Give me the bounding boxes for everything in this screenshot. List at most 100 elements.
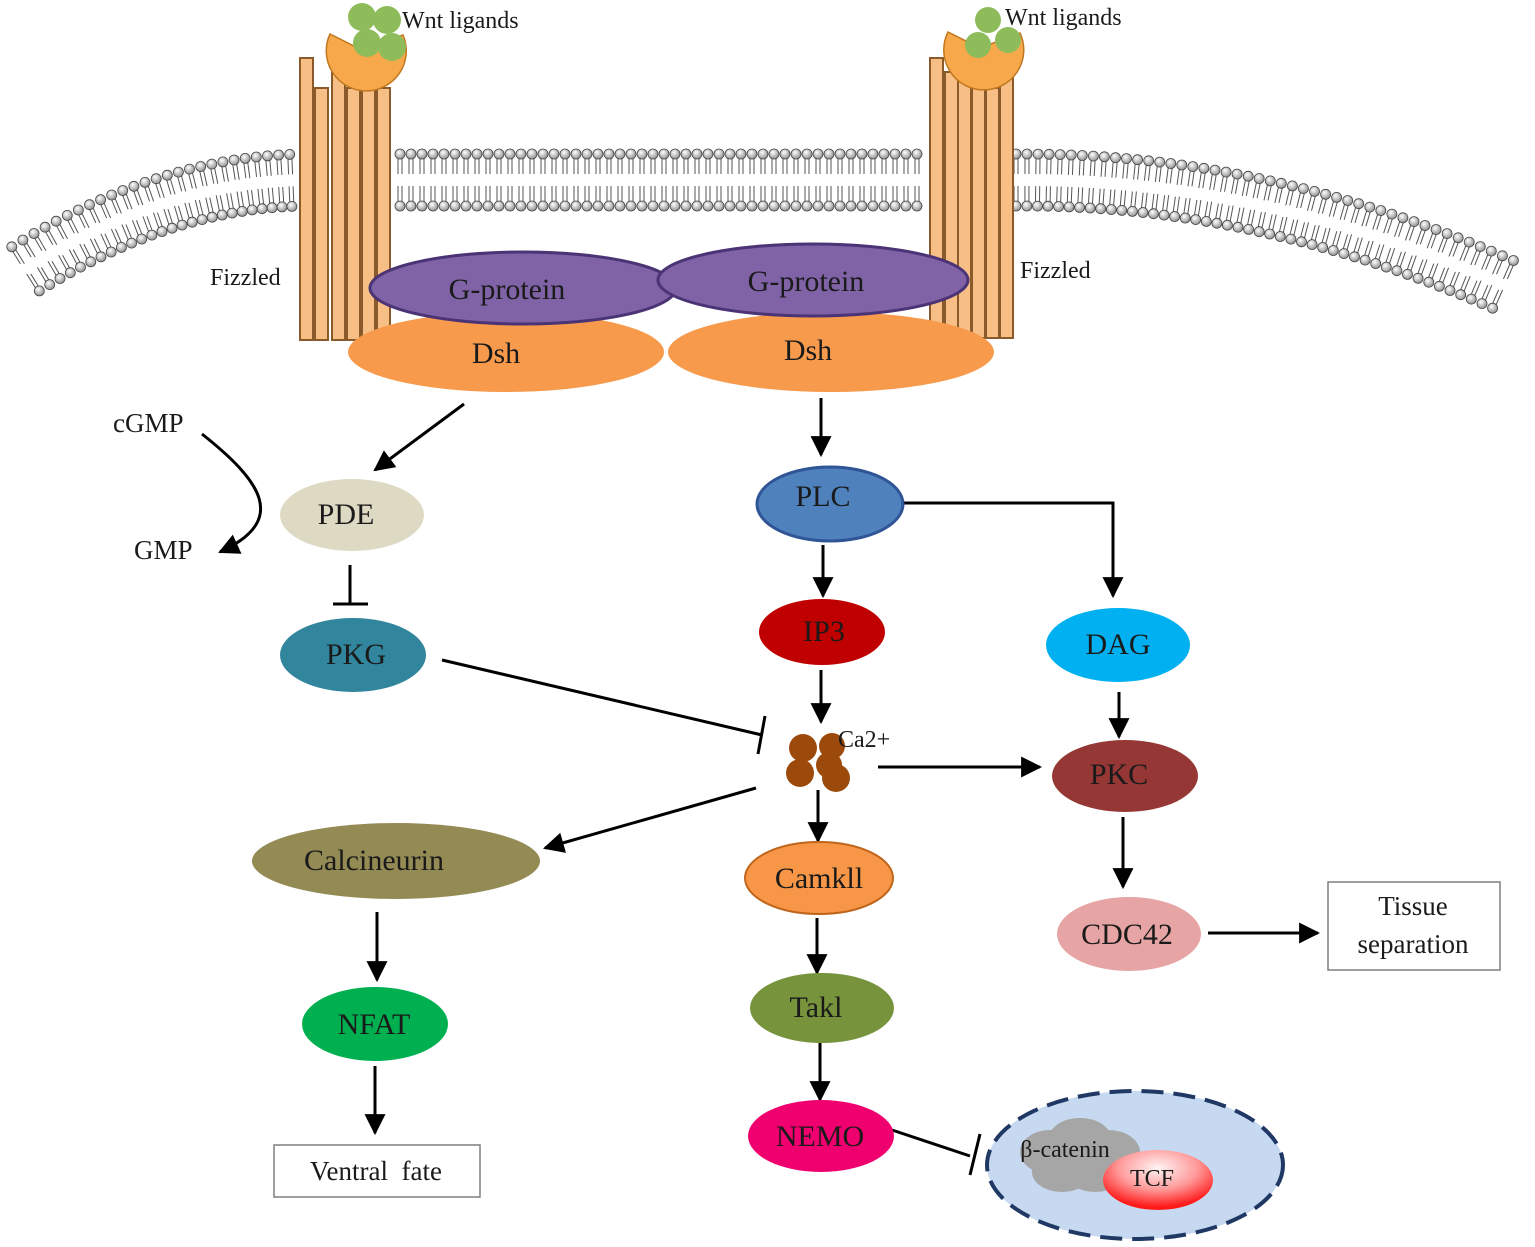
- lipid-head: [790, 148, 802, 160]
- tcf-label: TCF: [1130, 1166, 1174, 1192]
- lipid-head: [1110, 152, 1121, 164]
- lipid-head: [911, 200, 923, 212]
- lipid-head: [1487, 302, 1498, 314]
- lipid-head: [460, 148, 472, 160]
- lipid-head: [713, 200, 725, 212]
- lipid-head: [812, 148, 824, 160]
- lipid-head: [1402, 268, 1413, 280]
- lipid-head: [75, 261, 86, 273]
- lipid-head: [735, 200, 747, 212]
- lipid-head: [702, 148, 714, 160]
- edge-dsh-to-pde: [373, 402, 465, 472]
- bcatenin-label: β-catenin: [1020, 1137, 1110, 1163]
- tissue-label-line2: separation: [1358, 929, 1469, 959]
- edge-nemo-inhibits-bcatenin: [891, 1128, 971, 1158]
- lipid-head: [691, 148, 703, 160]
- lipid-head: [1441, 228, 1453, 240]
- lipid-head: [64, 267, 76, 279]
- dag-node: [1046, 608, 1190, 682]
- lipid-head: [834, 200, 846, 212]
- lipid-head: [150, 173, 162, 185]
- lipid-head: [1423, 276, 1435, 288]
- lipid-head: [636, 148, 648, 160]
- lipid-head: [1264, 175, 1276, 187]
- lipid-head: [1231, 168, 1243, 180]
- lipid-head: [266, 202, 278, 214]
- lipid-head: [724, 148, 736, 160]
- lipid-head: [1105, 204, 1117, 215]
- edge-pkg-inhibits-ca: [441, 658, 763, 737]
- lipid-head: [526, 200, 538, 212]
- nfat-node: [302, 987, 448, 1061]
- lipid-head: [1143, 155, 1155, 167]
- lipid-head: [1148, 208, 1159, 220]
- lipid-head: [1444, 285, 1456, 296]
- lipid-head: [757, 148, 769, 160]
- lipid-head: [1285, 233, 1297, 245]
- lipid-head: [790, 200, 802, 212]
- lipid-head: [226, 207, 238, 219]
- lipid-head: [438, 200, 450, 212]
- lipid-head: [166, 222, 178, 234]
- lipid-head: [614, 148, 626, 160]
- cgmp-label: cGMP: [113, 408, 184, 438]
- lipid-head: [1434, 280, 1445, 292]
- lipid-head: [1320, 188, 1331, 200]
- lipid-head: [1211, 217, 1223, 229]
- ligand-label-left: Wnt ligands: [402, 8, 519, 34]
- lipid-head: [1042, 200, 1054, 212]
- lipid-head: [39, 221, 51, 233]
- camkii-label: Camkll: [775, 862, 863, 895]
- lipid-head: [636, 200, 648, 212]
- lipid-head: [1054, 149, 1066, 161]
- lipid-head: [1353, 198, 1365, 210]
- plc-node: [755, 465, 905, 543]
- tcf-node: [1103, 1150, 1213, 1210]
- lipid-head: [95, 251, 107, 263]
- lipid-head: [1349, 251, 1360, 263]
- lipid-head: [449, 148, 461, 160]
- lipid-head: [405, 148, 417, 160]
- lipid-head: [559, 200, 571, 212]
- lipid-head: [504, 148, 516, 160]
- lipid-head: [1099, 151, 1110, 163]
- edge-cgmp-to-gmp: [201, 432, 263, 554]
- lipid-head: [1084, 202, 1096, 214]
- lipid-head: [658, 200, 670, 212]
- lipid-head: [823, 200, 835, 212]
- lipid-head: [889, 148, 901, 160]
- lipid-head: [801, 148, 813, 160]
- lipid-head: [845, 148, 857, 160]
- receptor-label-right: Fizzled: [1020, 258, 1091, 284]
- pde-label: PDE: [318, 498, 375, 531]
- lipid-head: [84, 199, 95, 211]
- receptor-label-left: Fizzled: [210, 265, 281, 291]
- lipid-head: [146, 229, 158, 241]
- lipid-head: [878, 200, 890, 212]
- lipid-head: [592, 148, 604, 160]
- nfat-label: NFAT: [338, 1008, 411, 1041]
- lipid-head: [812, 200, 824, 212]
- lipid-head: [438, 148, 450, 160]
- lipid-head: [1095, 203, 1107, 215]
- lipid-head: [889, 200, 901, 212]
- lipid-head: [1154, 156, 1166, 168]
- lipid-head: [1043, 148, 1055, 160]
- plc-label: PLC: [795, 480, 850, 513]
- lipid-head: [493, 200, 505, 212]
- lipid-head: [1187, 161, 1199, 173]
- tissue-label-line1: Tissue: [1378, 891, 1448, 921]
- lipid-head: [515, 148, 527, 160]
- lipid-head: [1065, 149, 1077, 161]
- lipid-head: [691, 200, 703, 212]
- lipid-head: [1465, 293, 1477, 305]
- lipid-head: [1264, 228, 1276, 240]
- lipid-head: [625, 200, 637, 212]
- wnt-ligand-right-icon: [943, 7, 1025, 91]
- lipid-head: [592, 200, 604, 212]
- lipid-head: [1165, 158, 1177, 169]
- lipid-head: [856, 200, 868, 212]
- lipid-head: [768, 200, 780, 212]
- lipid-head: [1455, 289, 1467, 301]
- lipid-head: [394, 200, 406, 212]
